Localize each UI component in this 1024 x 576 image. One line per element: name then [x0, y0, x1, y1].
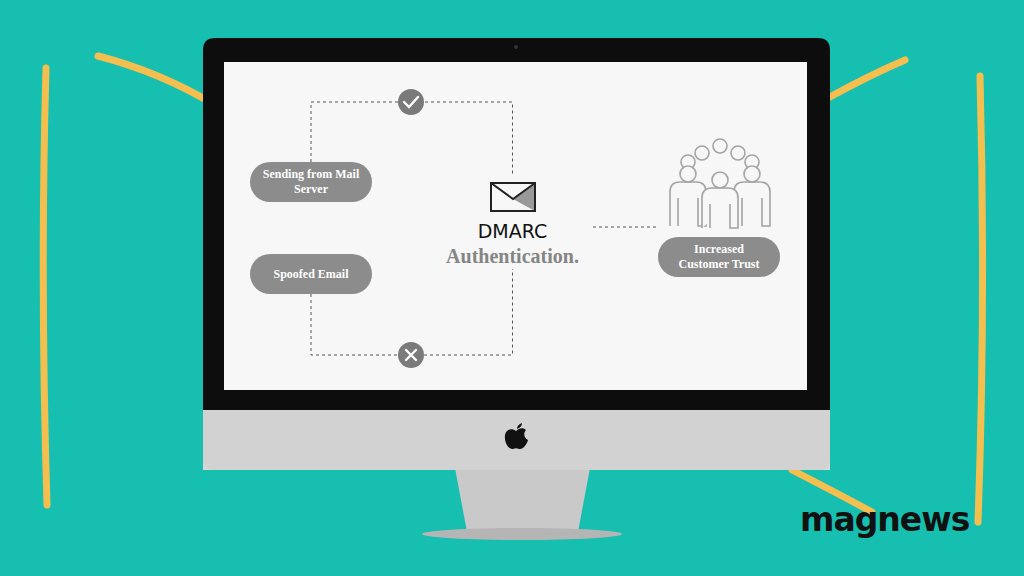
brand-logo: magnews: [800, 500, 969, 539]
process-pill: Sending from Mail Server: [250, 162, 372, 202]
process-pill: Spoofed Email: [250, 254, 372, 294]
envelope-icon: [489, 181, 537, 213]
dmarc-node: DMARCAuthentication.: [436, 175, 589, 269]
yellow-strokes: [43, 56, 982, 522]
pill-text: Sending from Mail Server: [262, 167, 360, 197]
dashed-connector: [593, 227, 658, 228]
heading-text: DMARC: [436, 219, 589, 243]
people-icon: [670, 139, 770, 228]
imac: [203, 38, 830, 540]
check-mark: [398, 89, 424, 115]
result-pill: Increased Customer Trust: [658, 237, 780, 277]
cross-mark: [398, 342, 424, 368]
subheading-text: Authentication.: [436, 243, 589, 269]
pill-text: Spoofed Email: [273, 267, 348, 282]
pill-text: Increased Customer Trust: [670, 242, 768, 272]
